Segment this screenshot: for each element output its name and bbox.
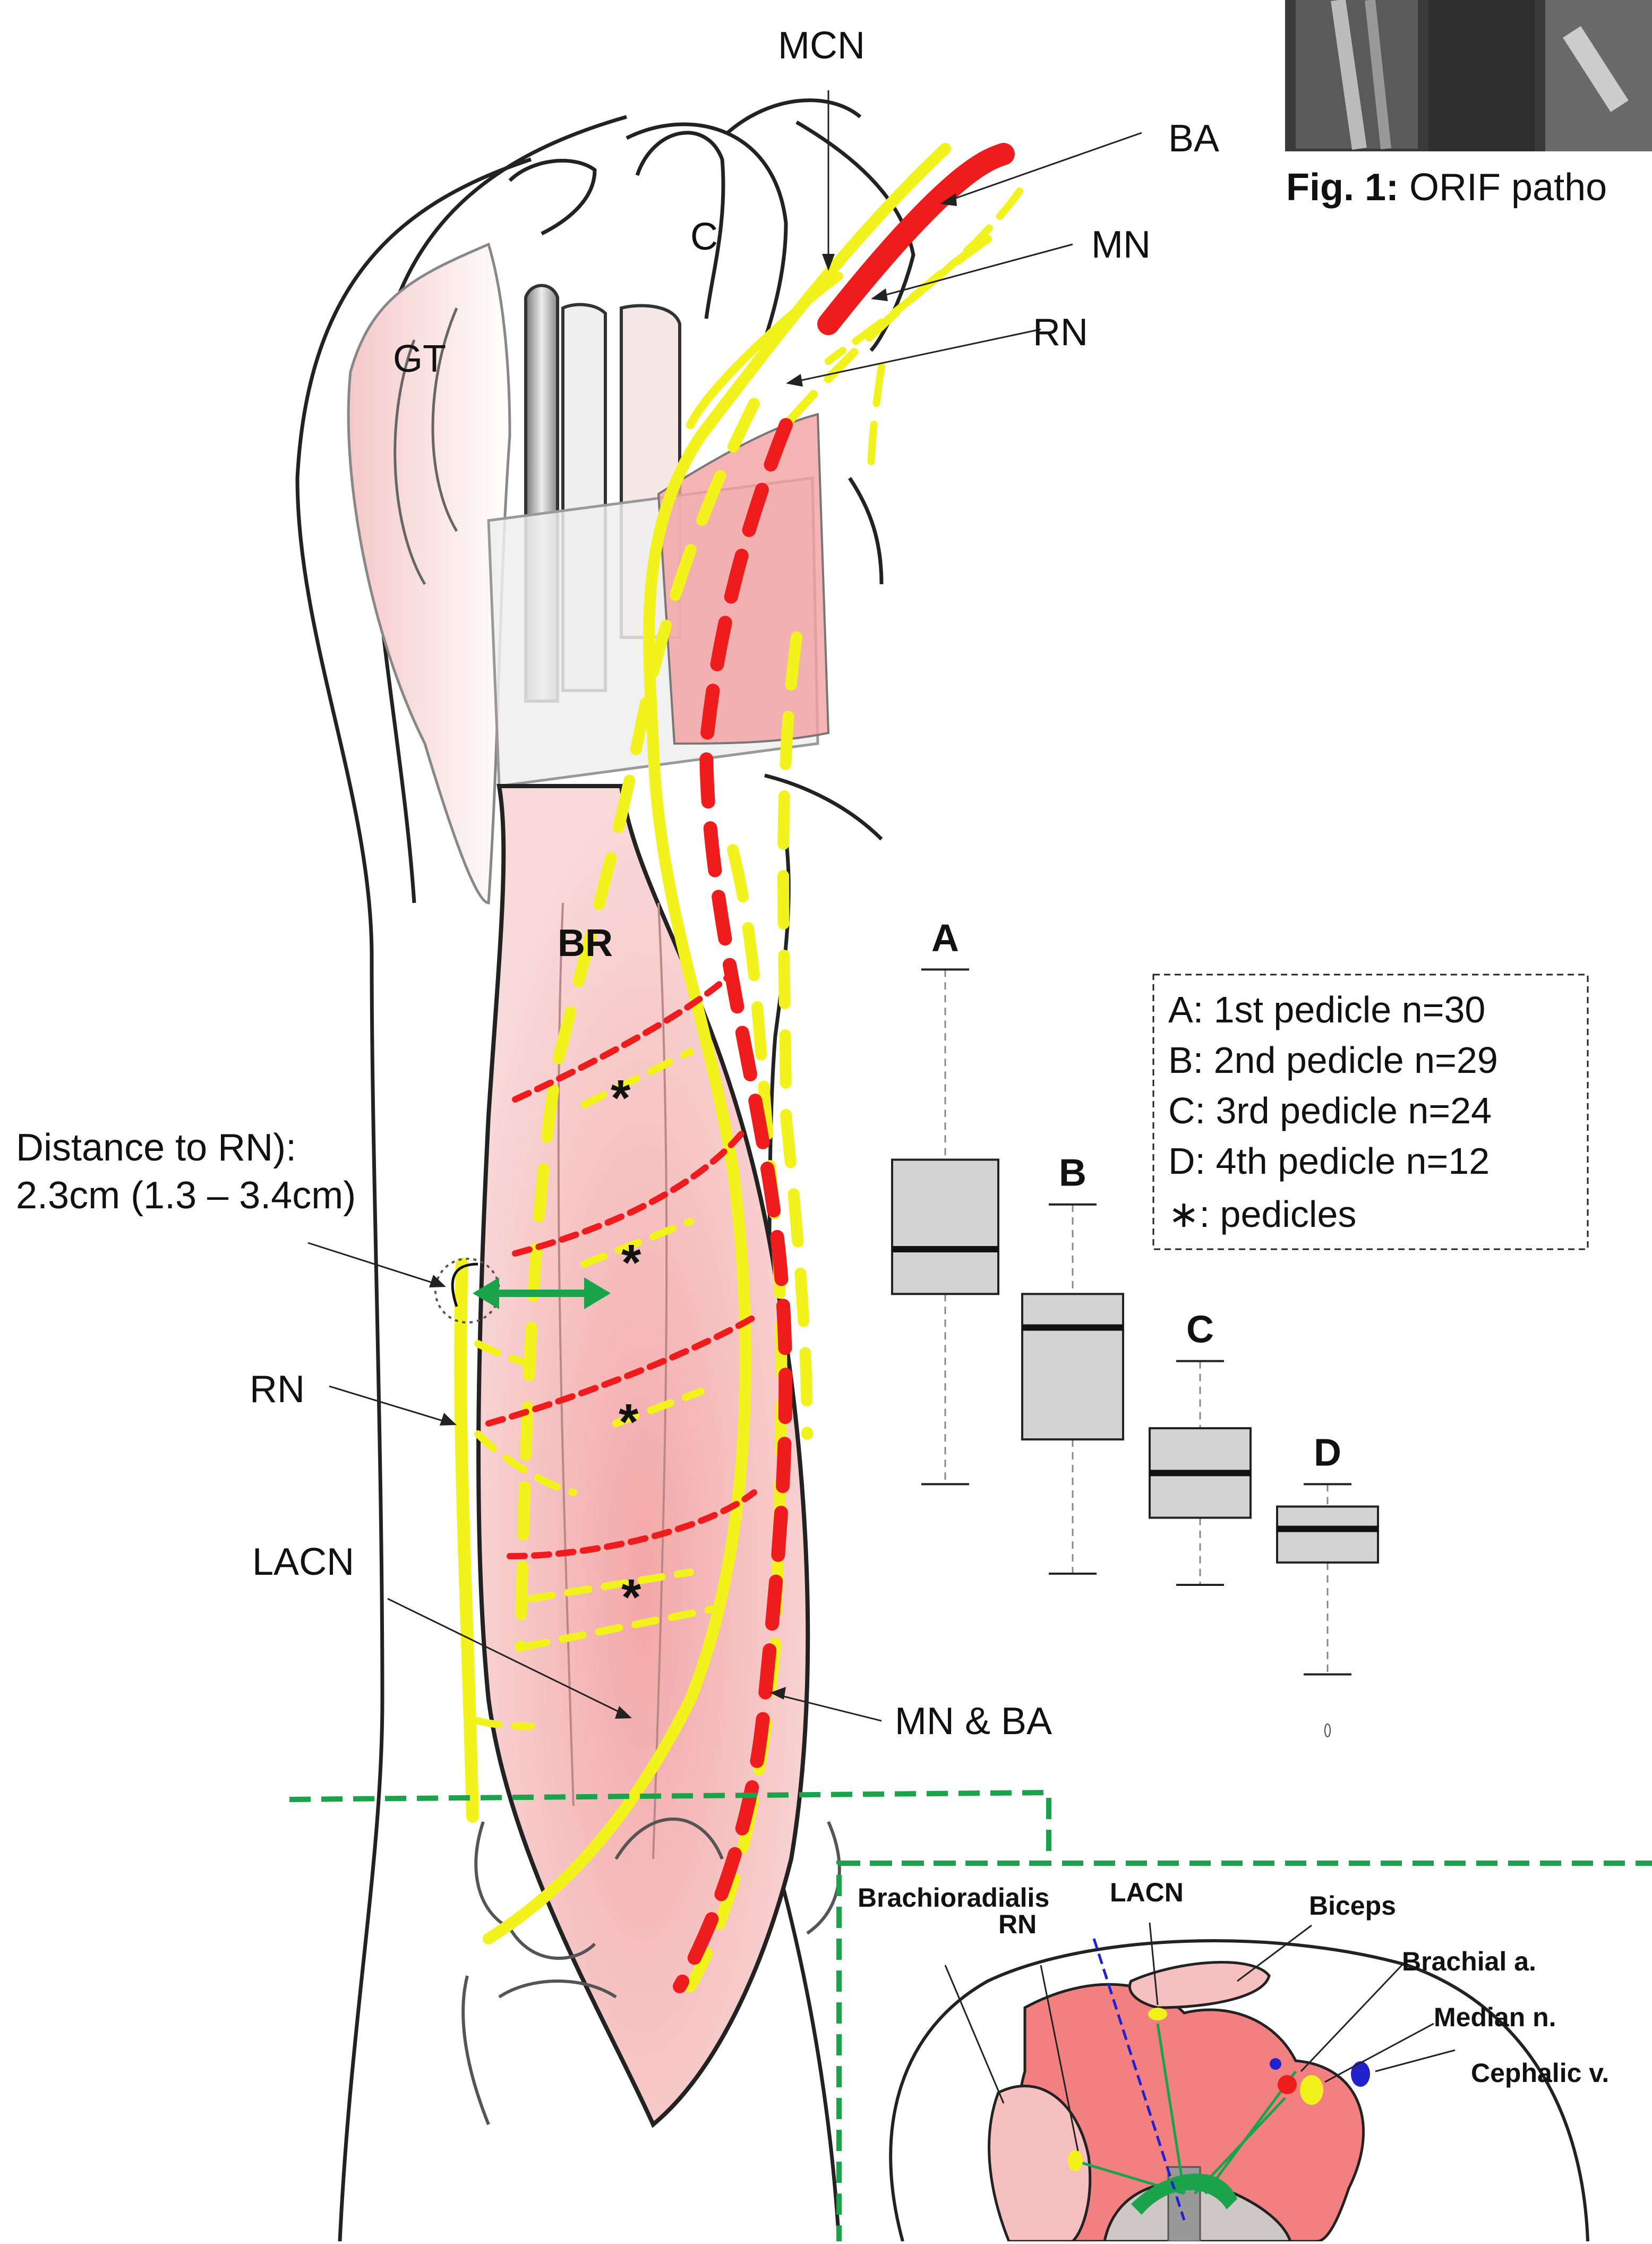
inset-label-lacn: LACN [1110,1878,1184,1907]
label-rn-left: RN [250,1368,305,1411]
label-rn-top: RN [1033,311,1088,354]
label-ba: BA [1168,117,1219,160]
label-mcn: MCN [778,24,865,67]
inset-label-median-n: Median n. [1434,2002,1556,2032]
star-icon: * [621,1234,641,1291]
inset-label-brachial-a: Brachial a. [1402,1947,1536,1976]
inset-label-rn: RN [998,1909,1037,1939]
star-icon: * [619,1394,639,1451]
box-D [1277,1507,1378,1563]
category-label-A: A [931,917,959,959]
cross-section-inset: Brachioradialis RN LACN Biceps Brachial … [858,1878,1609,2241]
box-A [892,1159,998,1294]
inset-label-brachioradialis: Brachioradialis [858,1883,1049,1913]
category-label-D: D [1314,1431,1341,1474]
legend-item-star: ∗: pedicles [1168,1193,1356,1235]
caption-prefix: Fig. 1: [1286,166,1399,209]
figure-caption: Fig. 1: ORIF patho [1286,166,1607,209]
outlier-D [1325,1724,1330,1737]
star-icon: * [621,1569,641,1626]
inset-label-cephalic-v: Cephalic v. [1471,2058,1609,2088]
biceps-section [1129,1963,1269,2008]
label-mn-ba: MN & BA [895,1700,1052,1743]
label-mn: MN [1091,224,1151,266]
legend-item-a: A: 1st pedicle n=30 [1168,989,1485,1030]
label-distance-line1: Distance to RN): [16,1127,296,1169]
category-label-B: B [1059,1152,1086,1194]
category-label-C: C [1186,1309,1214,1351]
legend-item-c: C: 3rd pedicle n=24 [1168,1090,1492,1131]
label-gt: GT [393,338,446,380]
label-c: C [690,216,718,258]
caption-text: ORIF patho [1409,166,1607,209]
legend: A: 1st pedicle n=30 B: 2nd pedicle n=29 … [1153,975,1588,1249]
label-lacn: LACN [252,1541,354,1583]
xray-thumbnail [1285,0,1652,151]
label-distance-line2: 2.3cm (1.3 – 3.4cm) [16,1174,356,1217]
legend-item-b: B: 2nd pedicle n=29 [1168,1039,1498,1081]
inset-label-biceps: Biceps [1309,1891,1396,1921]
legend-item-d: D: 4th pedicle n=12 [1168,1140,1490,1182]
box-B [1022,1294,1123,1439]
star-icon: * [611,1070,631,1127]
label-br: BR [558,922,613,965]
